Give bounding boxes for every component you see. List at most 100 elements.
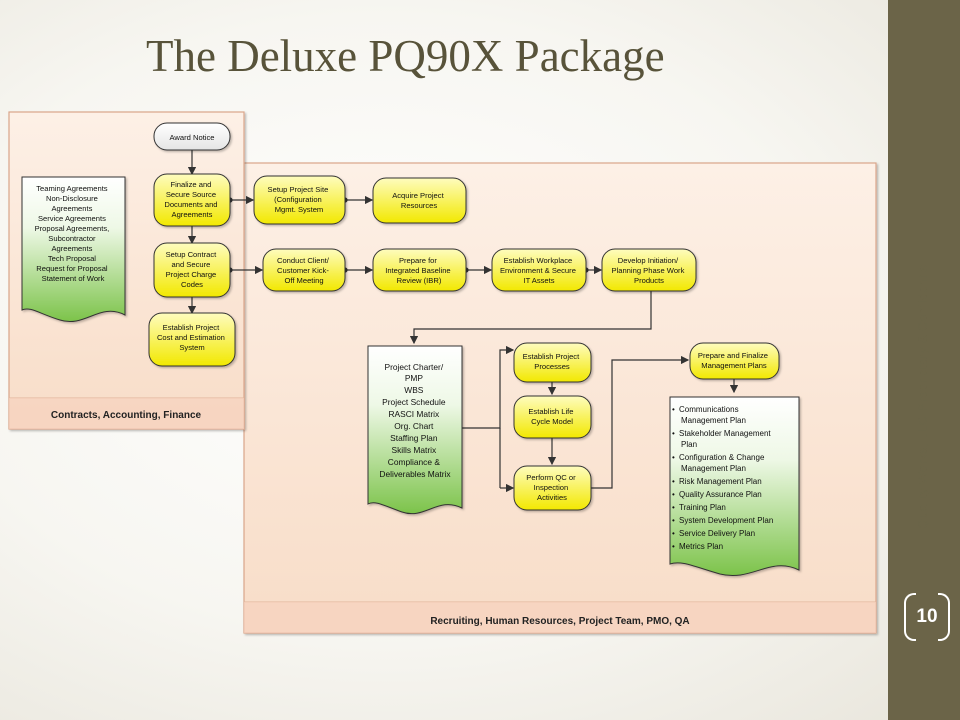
doc-line: RASCI Matrix xyxy=(388,409,440,419)
lane-label-contracts: Contracts, Accounting, Finance xyxy=(51,410,202,421)
doc-line: Skills Matrix xyxy=(392,445,437,455)
node-prepare-ibr: Prepare for Integrated Baseline Review (… xyxy=(372,248,467,292)
node-line: Project Charge xyxy=(166,270,217,279)
plan-item: Stakeholder Management xyxy=(679,429,771,438)
node-line: Environment & Secure xyxy=(500,266,576,275)
plan-item: Communications xyxy=(679,405,739,414)
document-project-charter: Project Charter/ PMP WBS Project Schedul… xyxy=(367,345,463,515)
node-kickoff-meeting: Conduct Client/ Customer Kick- Off Meeti… xyxy=(262,248,346,292)
document-teaming-agreements: Teaming Agreements Non-Disclosure Agreem… xyxy=(21,176,126,322)
svg-text:Establish Workplace En: Establish Workplace Environment & Secure… xyxy=(500,256,578,285)
node-line: Establish Life xyxy=(528,407,573,416)
node-line: Processes xyxy=(534,362,570,371)
node-finalize-source-documents: Finalize and Secure Source Documents and… xyxy=(153,173,231,227)
doc-line: Staffing Plan xyxy=(390,433,438,443)
svg-text:Establish Project Cost: Establish Project Cost and Estimation Sy… xyxy=(157,323,227,352)
node-establish-processes: Establish Project Processes xyxy=(513,342,592,383)
node-line: Customer Kick- xyxy=(277,266,329,275)
svg-text:Establish Project Proc: Establish Project Processes xyxy=(523,352,582,371)
node-line: Activities xyxy=(537,493,567,502)
node-line: Resources xyxy=(401,201,437,210)
node-acquire-resources: Acquire Project Resources xyxy=(372,177,467,224)
bullet-icon: • xyxy=(672,453,675,462)
node-workplace-environment: Establish Workplace Environment & Secure… xyxy=(491,248,587,292)
page-number-bracket-right xyxy=(938,593,950,641)
connector-charter-processes xyxy=(462,345,515,429)
node-line: Inspection xyxy=(534,483,569,492)
node-line: Documents and xyxy=(164,200,217,209)
doc-line: Service Agreements xyxy=(38,214,106,223)
doc-line: Subcontractor xyxy=(48,234,96,243)
bullet-icon: • xyxy=(672,542,675,551)
node-management-plans: Prepare and Finalize Management Plans xyxy=(689,342,780,380)
bullet-icon: • xyxy=(672,429,675,438)
node-line: Establish Project xyxy=(163,323,220,332)
doc-line: WBS xyxy=(404,385,423,395)
bullet-icon: • xyxy=(672,516,675,525)
doc-line: Agreements xyxy=(51,244,92,253)
node-line: Planning Phase Work xyxy=(611,266,684,275)
doc-line: Project Charter/ xyxy=(385,362,444,372)
page-number-bracket-left xyxy=(904,593,916,641)
node-line: Prepare for xyxy=(399,256,437,265)
node-line: Cycle Model xyxy=(531,417,573,426)
svg-text:Finalize and Secure So: Finalize and Secure Source Documents and… xyxy=(164,180,219,219)
node-line: Agreements xyxy=(172,210,213,219)
node-line: Integrated Baseline xyxy=(385,266,450,275)
node-line: Prepare and Finalize xyxy=(698,351,768,360)
plan-item: Configuration & Change xyxy=(679,453,765,462)
connector-qc-mgmtplans xyxy=(591,355,690,489)
svg-text:Acquire Project Resour: Acquire Project Resources xyxy=(392,191,446,210)
node-setup-contract: Setup Contract and Secure Project Charge… xyxy=(153,242,231,298)
node-perform-qc: Perform QC or Inspection Activities xyxy=(513,465,592,511)
document-management-plans: • Communications Management Plan • Stake… xyxy=(669,396,800,576)
node-line: Setup Project Site xyxy=(268,185,329,194)
plan-item: Metrics Plan xyxy=(679,542,723,551)
bullet-icon: • xyxy=(672,477,675,486)
doc-line: Deliverables Matrix xyxy=(379,469,451,479)
doc-line: PMP xyxy=(405,373,424,383)
svg-text:Setup Project Site (Co: Setup Project Site (Configuration Mgmt. … xyxy=(268,185,331,214)
node-line: Finalize and xyxy=(170,180,211,189)
node-line: (Configuration xyxy=(274,195,322,204)
bullet-icon: • xyxy=(672,529,675,538)
node-line: Establish Workplace xyxy=(504,256,573,265)
bullet-icon: • xyxy=(672,405,675,414)
node-develop-initiation: Develop Initiation/ Planning Phase Work … xyxy=(601,248,697,292)
doc-line: Proposal Agreements, xyxy=(35,224,110,233)
node-line: Cost and Estimation xyxy=(157,333,225,342)
plan-item: Service Delivery Plan xyxy=(679,529,755,538)
svg-text:Establish Life Cycle M: Establish Life Cycle Model xyxy=(528,407,575,426)
lane-label-recruiting: Recruiting, Human Resources, Project Tea… xyxy=(430,616,689,627)
page-number-value: 10 xyxy=(916,606,938,627)
svg-text:Develop Initiation/ Pl: Develop Initiation/ Planning Phase Work … xyxy=(611,256,686,285)
node-line: Develop Initiation/ xyxy=(618,256,679,265)
svg-text:Prepare and Finalize M: Prepare and Finalize Management Plans xyxy=(698,351,770,370)
node-line: Perform QC or xyxy=(526,473,576,482)
connectors xyxy=(187,150,739,493)
node-line: Mgmt. System xyxy=(275,205,324,214)
page-number: 10 xyxy=(904,593,950,641)
slide-title: The Deluxe PQ90X Package xyxy=(146,31,665,81)
node-cost-estimation: Establish Project Cost and Estimation Sy… xyxy=(148,312,236,367)
bullet-icon: • xyxy=(672,503,675,512)
svg-text:Teaming Agreements Non: Teaming Agreements Non-Disclosure Agreem… xyxy=(35,184,112,283)
node-line: and Secure xyxy=(172,260,211,269)
node-life-cycle-model: Establish Life Cycle Model xyxy=(513,395,592,439)
plan-item: Training Plan xyxy=(679,503,726,512)
doc-line: Statement of Work xyxy=(42,274,105,283)
node-line: Products xyxy=(634,276,664,285)
confidential-notice: Quality Works, LLC-Proprietary & Confide… xyxy=(916,261,930,529)
plan-item: Quality Assurance Plan xyxy=(679,490,762,499)
doc-line: Tech Proposal xyxy=(48,254,96,263)
svg-text:Project Charter/ PMP: Project Charter/ PMP WBS Project Schedul… xyxy=(379,362,451,479)
node-line: Secure Source xyxy=(166,190,216,199)
doc-line: Project Schedule xyxy=(382,397,446,407)
node-line: Establish Project xyxy=(523,352,580,361)
node-line: Off Meeting xyxy=(284,276,323,285)
node-label: Award Notice xyxy=(169,133,214,142)
node-line: Codes xyxy=(181,280,203,289)
plan-item-cont: Plan xyxy=(681,440,697,449)
node-award-notice: Award Notice xyxy=(153,122,231,151)
